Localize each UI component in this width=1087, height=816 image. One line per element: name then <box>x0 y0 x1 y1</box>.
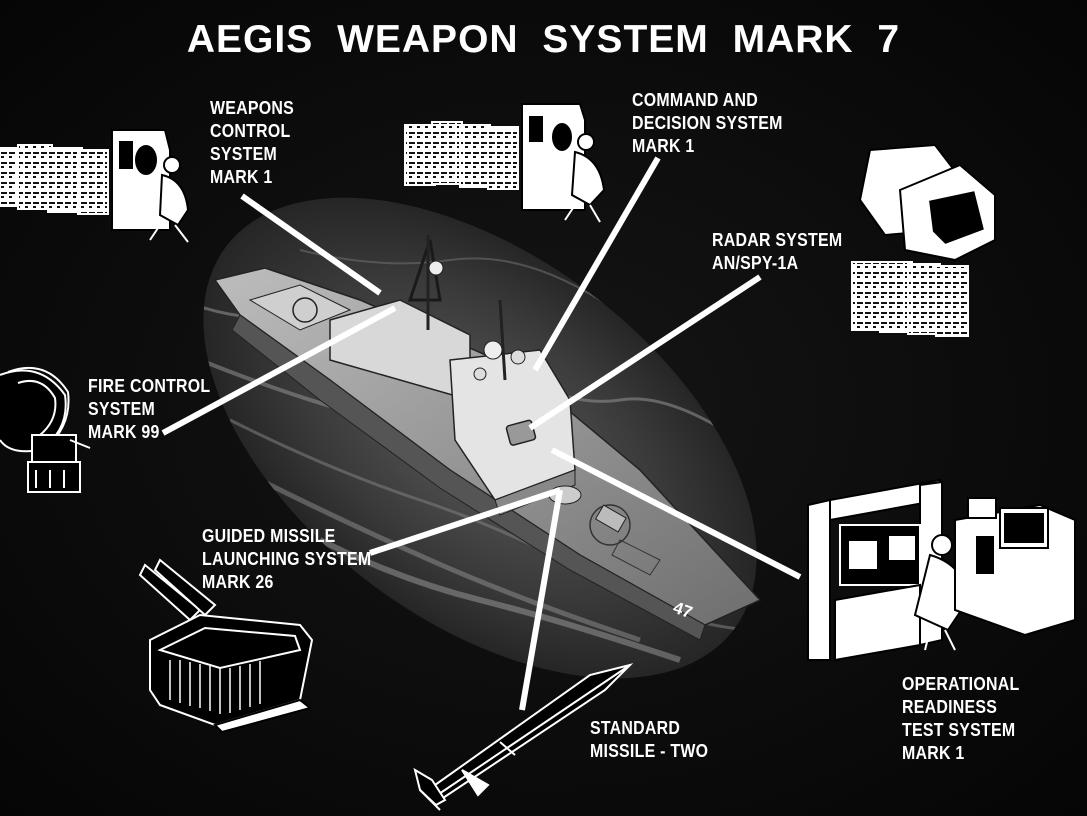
label-ortsm: OPERATIONAL READINESS TEST SYSTEM MARK 1 <box>902 673 1020 763</box>
cruiser-ship <box>213 235 762 641</box>
label-command-decision: COMMAND AND DECISION SYSTEM MARK 1 <box>632 89 783 156</box>
label-missile: STANDARD MISSILE - TWO <box>590 717 709 761</box>
leader-ortsm <box>550 447 802 580</box>
weapons-control-console-icon <box>0 129 190 243</box>
command-decision-console-icon <box>404 103 606 223</box>
missile-launcher-icon <box>138 558 314 734</box>
leader-lines <box>161 156 802 711</box>
label-launching: GUIDED MISSILE LAUNCHING SYSTEM MARK 26 <box>202 525 372 592</box>
label-weapons-control: WEAPONS CONTROL SYSTEM MARK 1 <box>210 97 295 187</box>
fire-control-director-icon <box>0 367 91 493</box>
label-radar: RADAR SYSTEM AN/SPY-1A <box>712 229 843 273</box>
leader-launching <box>369 487 561 556</box>
leader-command-decision <box>532 156 661 372</box>
leader-radar <box>528 274 762 431</box>
label-fire-control: FIRE CONTROL SYSTEM MARK 99 <box>88 375 211 442</box>
leader-fire-control <box>161 305 397 436</box>
page-title: AEGIS WEAPON SYSTEM MARK 7 <box>186 18 901 61</box>
leader-weapons-control <box>240 193 382 296</box>
operational-readiness-console-icon <box>807 478 1076 662</box>
radar-array-icon <box>851 143 996 337</box>
ship-ellipse: 47 <box>179 197 781 679</box>
leader-missile <box>519 489 563 711</box>
standard-missile-icon <box>413 663 634 811</box>
